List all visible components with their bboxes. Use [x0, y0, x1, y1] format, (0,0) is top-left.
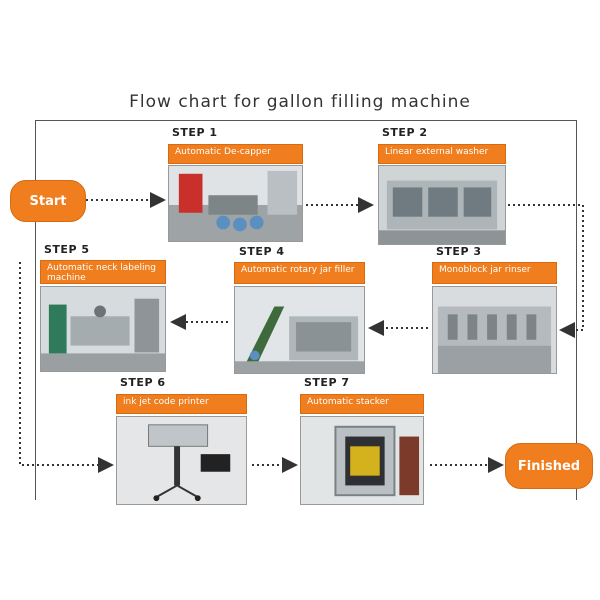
step-4-photo [234, 286, 365, 374]
step-1-banner: Automatic De-capper [168, 144, 303, 164]
step-5-label: STEP 5 [44, 243, 90, 256]
step-7-label: STEP 7 [304, 376, 350, 389]
step-1-photo [168, 165, 303, 242]
step-7-banner: Automatic stacker [300, 394, 424, 414]
step-2-banner: Linear external washer [378, 144, 506, 164]
step-5-photo [40, 286, 166, 372]
step-6-photo [116, 416, 247, 505]
step-4-label: STEP 4 [239, 245, 285, 258]
step-6-banner: ink jet code printer [116, 394, 247, 414]
step-7-photo [300, 416, 424, 505]
step-3-label: STEP 3 [436, 245, 482, 258]
step-1-label: STEP 1 [172, 126, 218, 139]
step-3-photo [432, 286, 557, 374]
step-5-banner: Automatic neck labeling machine [40, 260, 166, 284]
finished-node: Finished [505, 443, 593, 489]
step-2-label: STEP 2 [382, 126, 428, 139]
step-6-label: STEP 6 [120, 376, 166, 389]
step-3-banner: Monoblock jar rinser [432, 262, 557, 284]
step-2-photo [378, 165, 506, 245]
step-4-banner: Automatic rotary jar filler [234, 262, 365, 284]
start-node: Start [10, 180, 86, 222]
chart-title: Flow chart for gallon filling machine [129, 92, 471, 112]
